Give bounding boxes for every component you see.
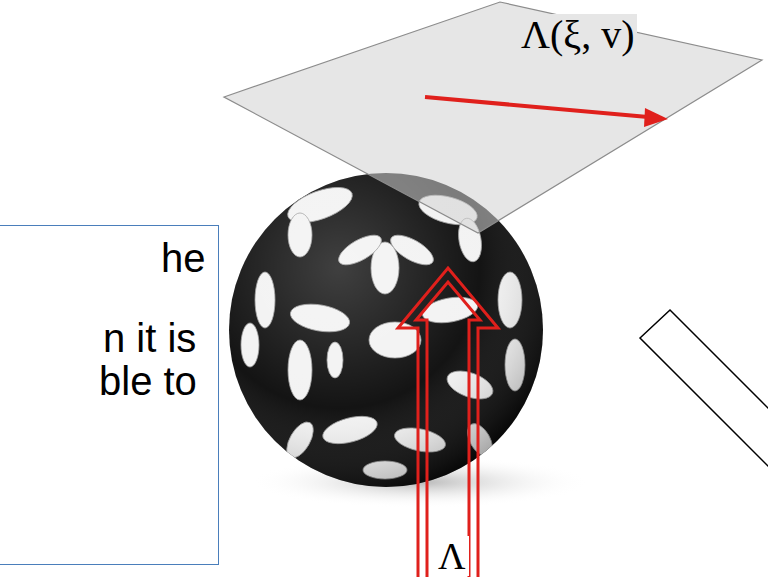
hollow-arrow	[640, 310, 768, 468]
map-label: Λ	[435, 536, 469, 576]
tangent-plane	[224, 2, 762, 233]
body-text: he	[161, 238, 206, 278]
vector-label: Λ(ξ, v)	[518, 14, 637, 56]
body-text: ble to	[99, 361, 197, 401]
plane-vector-arrow	[425, 97, 668, 127]
body-text: n it is	[103, 318, 196, 358]
map-arrow	[398, 268, 498, 577]
text-box: he n it isble to	[0, 225, 219, 565]
